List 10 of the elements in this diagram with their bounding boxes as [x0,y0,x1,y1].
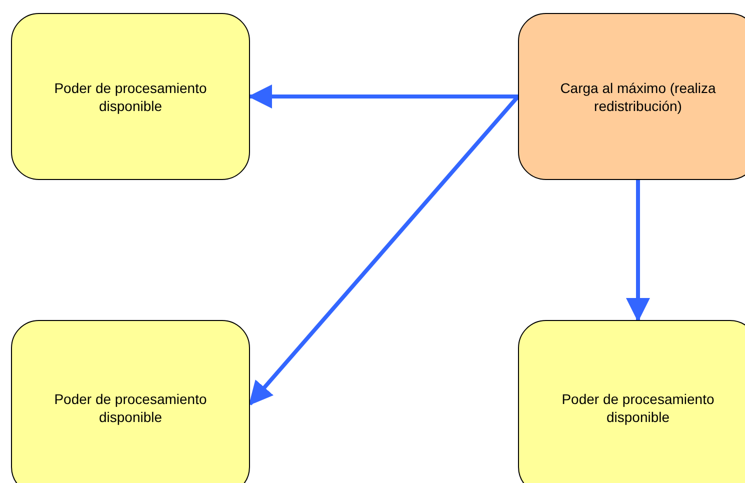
box-text: Poder de procesamiento disponible [53,390,208,426]
process-box [11,13,250,180]
box-text: Poder de procesamiento disponible [53,78,208,114]
box-text: Carga al máximo (realiza redistribución) [559,78,717,114]
process-box [11,320,250,483]
arrow [248,84,518,108]
arrow [626,180,650,322]
box-text: Poder de procesamiento disponible [560,390,716,426]
process-box [518,13,745,180]
process-box [518,320,745,483]
